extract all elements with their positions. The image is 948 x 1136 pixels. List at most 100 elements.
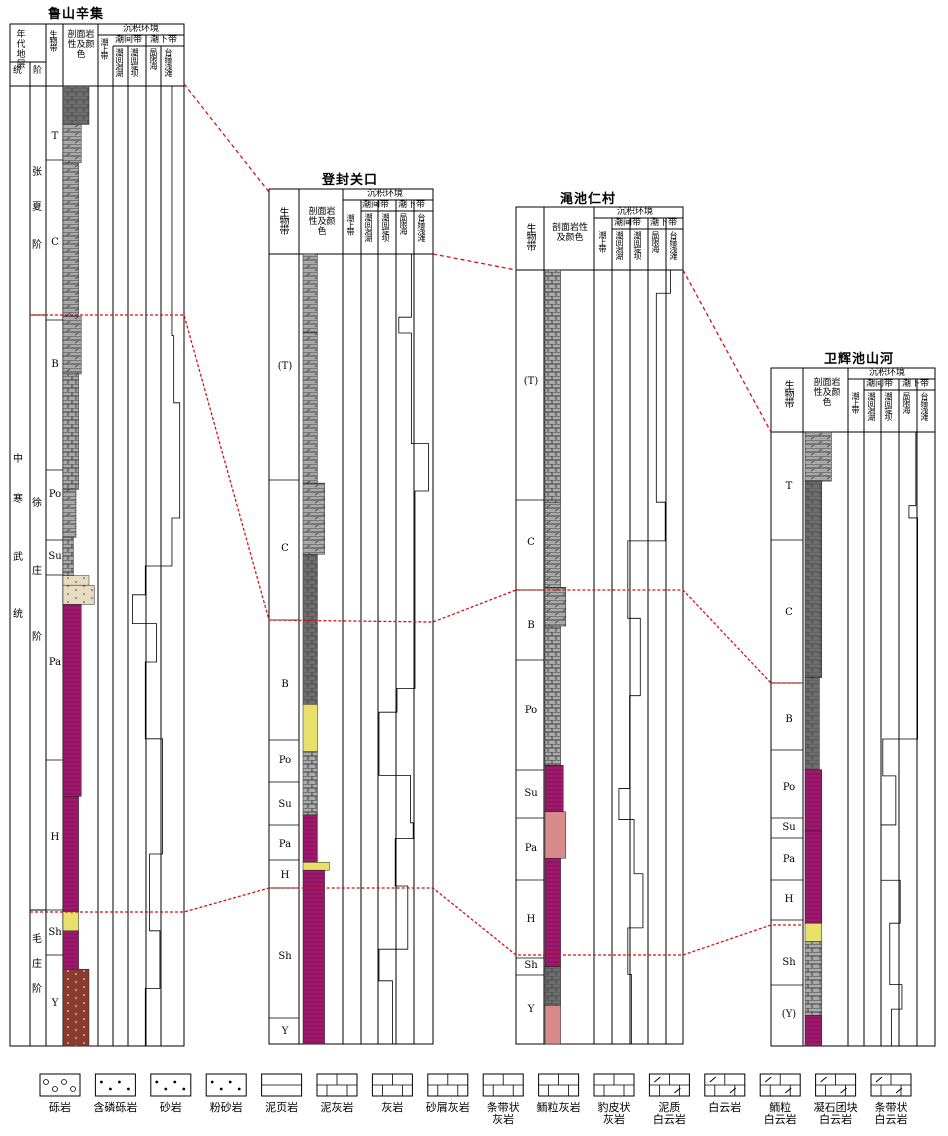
weihui-zone-label: Po (782, 782, 796, 793)
dengfeng-litho-bed (302, 862, 330, 871)
lushan-zone-label: B (51, 359, 59, 370)
legend-mark (173, 1080, 177, 1084)
lushan-frame (9, 23, 185, 1047)
lushan-env-header: 沉积环境 (123, 24, 160, 34)
dengfeng-litho-bed (302, 704, 318, 752)
legend-label-calcirudite: 砂屑灰岩 (425, 1101, 470, 1114)
legend-mark (126, 1087, 130, 1091)
dengfeng-zone-label: Su (278, 799, 292, 810)
dengfeng-env-curve (378, 254, 429, 1044)
correlation-top-dengfeng-mianchi (432, 253, 517, 271)
lushan-litho-bed (62, 162, 79, 317)
dengfeng-litho-bed (302, 814, 318, 863)
weihui-zone-label: T (785, 481, 793, 492)
legend-mark (52, 1086, 58, 1092)
mianchi-restricted-header: 局限海 (651, 231, 660, 252)
legend-label-mudstone: 泥页岩 (265, 1101, 299, 1114)
mianchi-litho-bed (544, 765, 564, 813)
lushan-zone-header: 生物带 (49, 30, 58, 51)
lushan-litho-bed (62, 911, 79, 932)
legend-label-leopard-limestone: 豹皮状 灰岩 (597, 1101, 631, 1126)
legend-swatch-phosphatic-conglomerate (94, 1073, 136, 1097)
weihui-frame (770, 367, 936, 1047)
lushan-litho-bed (62, 796, 79, 912)
legend-mark (784, 1087, 792, 1094)
legend-mark (654, 1076, 661, 1083)
lushan-litho-bed (62, 124, 82, 164)
mianchi-zone-label: H (526, 914, 536, 925)
legend-swatch-thrombolite-dolomite (815, 1073, 857, 1097)
dengfeng-zone-label: Po (278, 755, 292, 766)
mianchi-zone-header: 生物带 (524, 223, 535, 250)
lushan-stage-char: 徐 (32, 498, 42, 509)
dengfeng-subtidal-header: 潮下带 (398, 200, 426, 210)
dengfeng-restricted-header: 局限海 (399, 213, 408, 234)
lushan-stage-char: 阶 (32, 240, 42, 251)
weihui-litho-bed (804, 769, 823, 832)
legend-swatch-oolitic-dolomite (759, 1073, 801, 1097)
weihui-zone-label: C (785, 607, 793, 618)
legend-mark (219, 1087, 223, 1091)
dengfeng-intertidal-header: 潮间带 (362, 200, 390, 210)
weihui-bank-header: 潮间堤坝 (884, 392, 893, 420)
lushan-series-char: 中 (13, 454, 23, 465)
lushan-stage-char: 夏 (32, 202, 42, 213)
legend-mark (118, 1080, 121, 1084)
lushan-subtidal-header: 潮下带 (150, 35, 178, 45)
lushan-litho-bed (62, 316, 82, 375)
lushan-litho-bed (62, 373, 79, 490)
legend-swatch-banded-limestone (482, 1073, 524, 1097)
lushan-intertidal-header: 潮间带 (115, 35, 143, 45)
legend-mark (182, 1087, 186, 1091)
correlation-top-mianchi-weihui (682, 269, 772, 433)
correlation-middle (30, 314, 803, 684)
mianchi-litho-bed (544, 269, 561, 503)
legend-label-banded-limestone: 条带状 灰岩 (486, 1101, 520, 1126)
legend-mark (709, 1076, 717, 1083)
legend-swatch-oolitic-limestone (538, 1073, 580, 1097)
lushan-zone-label: Po (48, 489, 62, 500)
legend-label-argillaceous-limestone: 泥灰岩 (320, 1101, 354, 1114)
lushan-series-header: 统 (13, 66, 23, 76)
weihui-zone-label: Su (782, 822, 796, 833)
weihui-litho-bed (804, 431, 832, 482)
lushan-stage-char: 毛 (32, 934, 42, 945)
lushan-stage-char: 庄 (32, 959, 42, 970)
legend-label-siltstone: 粉砂岩 (209, 1101, 243, 1114)
legend-label-conglomerate: 砾岩 (49, 1101, 71, 1114)
legend-label-banded-dolomite: 条带状 白云岩 (874, 1101, 908, 1126)
weihui-lagoon-header: 潮间潟湖 (867, 392, 876, 420)
legend-mark (228, 1080, 232, 1084)
legend-mark (109, 1087, 112, 1091)
mianchi-litho-bed (544, 587, 567, 627)
section-title-lushan: 鲁山辛集 (48, 7, 105, 22)
weihui-litho-bed (804, 941, 823, 1016)
dengfeng-zone-label: B (281, 679, 289, 690)
legend-swatch-sandstone (150, 1073, 192, 1097)
mianchi-litho-header: 剖面岩性及颜色 (552, 223, 589, 243)
weihui-litho-bed (804, 830, 823, 924)
dengfeng-bank-header: 潮间堤坝 (381, 213, 390, 241)
legend-swatch-conglomerate (39, 1073, 81, 1097)
legend-swatch-limestone (371, 1073, 413, 1097)
lushan-litho-bed (62, 575, 90, 586)
legend-box (94, 1073, 136, 1097)
legend-box (205, 1073, 247, 1097)
dengfeng-litho-bed (302, 332, 318, 484)
dengfeng-env-header: 沉积环境 (367, 189, 404, 199)
weihui-litho-bed (804, 1015, 823, 1047)
mianchi-litho-bed (544, 625, 561, 766)
legend-label-phosphatic-conglomerate: 含磷砾岩 (93, 1101, 138, 1114)
mianchi-zone-label: (T) (523, 376, 539, 387)
legend-mark (674, 1087, 681, 1094)
legend-box (150, 1073, 192, 1097)
legend-box (39, 1073, 81, 1097)
section-title-mianchi: 渑池仁村 (560, 192, 617, 207)
lushan-zone-label: H (50, 832, 60, 843)
legend-label-sandstone: 砂岩 (159, 1101, 182, 1114)
mianchi-litho-bed (544, 857, 561, 967)
dengfeng-zone-header: 生物带 (277, 207, 288, 234)
weihui-supratidal-header: 潮上带 (851, 392, 860, 413)
lushan-zone-label: Y (51, 998, 59, 1009)
